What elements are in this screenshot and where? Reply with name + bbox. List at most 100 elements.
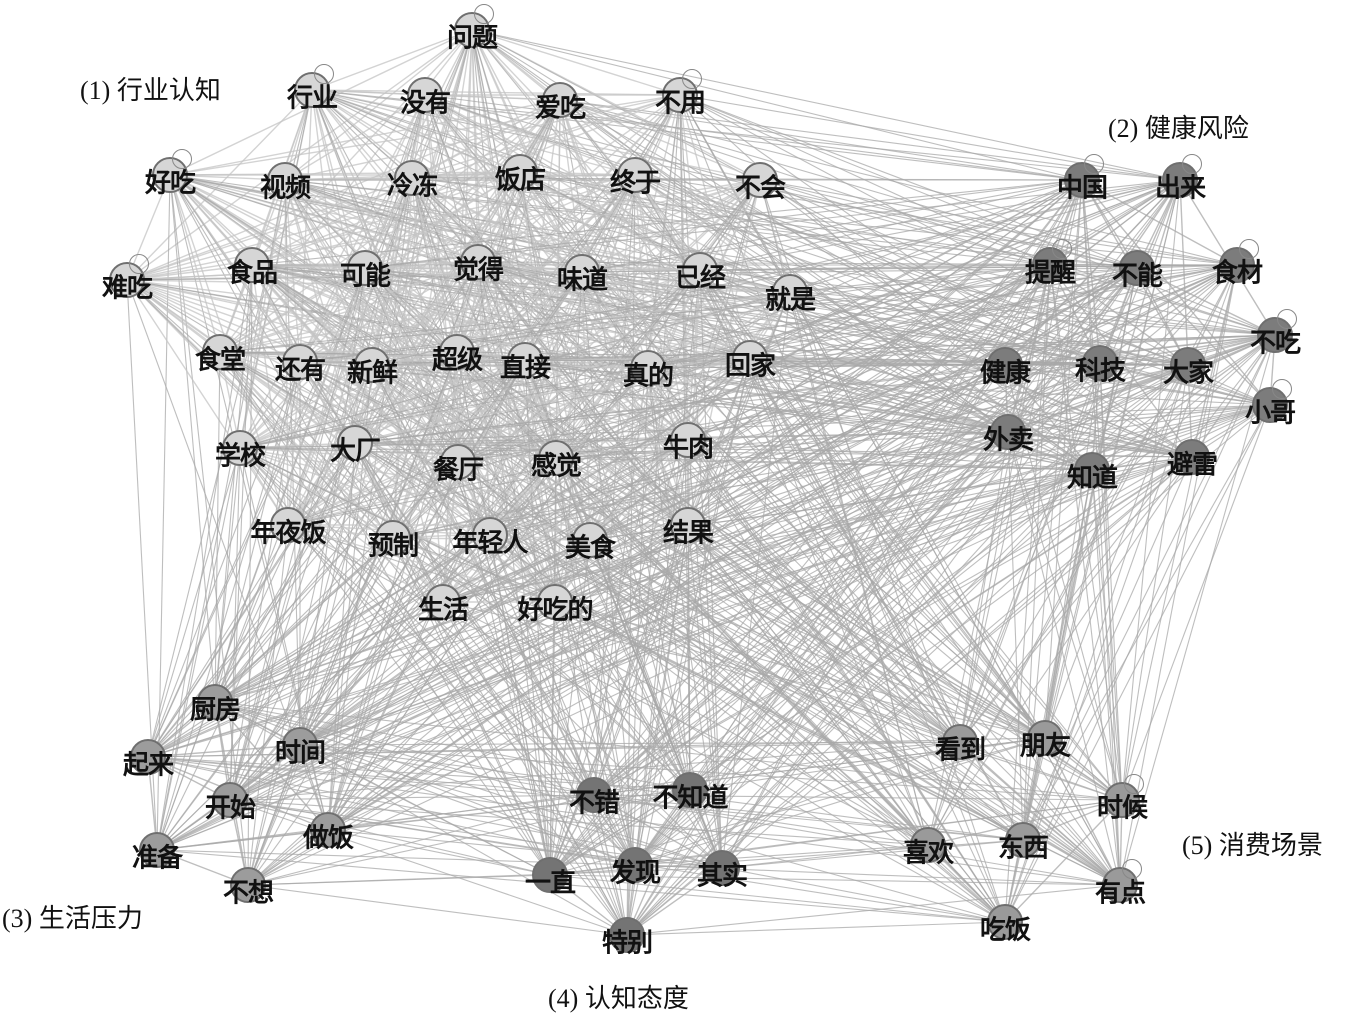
network-edge (519, 171, 689, 526)
network-edge (1004, 334, 1276, 923)
network-edge (442, 334, 1276, 603)
node-label: 新鲜 (346, 358, 398, 389)
self-loop (172, 149, 192, 169)
node-label: 发现 (609, 858, 661, 889)
network-edge (457, 461, 591, 541)
network-edge (214, 267, 1138, 703)
network-edge (392, 537, 556, 603)
network-edge (287, 524, 1123, 801)
network-edge (156, 442, 356, 851)
network-edge (593, 456, 1193, 796)
network-edge (559, 99, 1238, 266)
node-label: 问题 (446, 23, 498, 54)
self-loop (682, 69, 702, 89)
network-node (440, 444, 476, 480)
self-loop (474, 4, 494, 24)
network-node (572, 522, 608, 558)
node-label: 还有 (274, 355, 326, 386)
network-edge (471, 29, 1083, 181)
network-node (576, 777, 612, 813)
network-edge (147, 442, 356, 758)
network-edge (555, 174, 636, 459)
network-edge (147, 756, 1006, 923)
network-edge (229, 799, 551, 876)
network-edge (251, 264, 1101, 364)
network-edge (239, 351, 458, 449)
network-edge (626, 367, 649, 936)
node-label: 可能 (339, 261, 391, 292)
network-edge (147, 744, 301, 758)
network-node (670, 507, 706, 543)
network-edge (284, 179, 479, 263)
network-edge (364, 267, 701, 271)
node-label: 终于 (609, 168, 661, 199)
network-edge (219, 267, 366, 353)
network-edge (219, 174, 636, 353)
node-label: 爱吃 (534, 93, 586, 124)
node-label: 朋友 (1019, 731, 1071, 762)
network-edge (156, 431, 1009, 851)
node-label: 牛肉 (662, 433, 714, 464)
network-edge (1099, 264, 1238, 364)
network-edge (593, 794, 628, 936)
network-edge (287, 361, 301, 526)
network-edge (1004, 404, 1271, 923)
node-label: 预制 (367, 531, 419, 562)
network-edge (147, 756, 636, 866)
self-loop (314, 64, 334, 84)
network-edge (559, 99, 1083, 181)
network-node (1219, 239, 1259, 283)
node-label: 不吃 (1249, 328, 1301, 359)
network-edge (239, 271, 583, 449)
network-edge (299, 271, 583, 363)
network-edge (721, 456, 1193, 869)
network-edge (147, 524, 689, 758)
network-edge (239, 179, 1181, 449)
cluster-label-5: (5) 消费场景 (1182, 831, 1323, 860)
network-edge (634, 456, 1193, 866)
network-edge (299, 267, 366, 746)
network-edge (354, 442, 556, 603)
node-label: 美食 (564, 533, 616, 564)
network-edge (299, 362, 1101, 746)
network-node (294, 64, 334, 108)
self-loop (1239, 239, 1259, 259)
network-edge (251, 171, 521, 266)
network-edge (593, 179, 1181, 796)
network-edge (1081, 179, 1101, 364)
network-edge (229, 741, 961, 801)
network-edge (229, 799, 628, 936)
network-edge (1007, 179, 1083, 433)
network-edge (1022, 334, 1276, 841)
network-edge (626, 867, 723, 936)
network-edge (679, 94, 1189, 366)
network-edge (626, 884, 1121, 936)
network-edge (1049, 264, 1276, 336)
network-edge (392, 439, 689, 539)
node-label: 大家 (1162, 358, 1214, 389)
network-edge (424, 94, 561, 101)
network-edge (169, 174, 216, 703)
network-node (407, 77, 443, 113)
network-edge (126, 174, 636, 281)
network-edge (471, 29, 681, 96)
node-label: 准备 (131, 843, 183, 874)
self-loop (1052, 239, 1072, 259)
node-label: 喜欢 (902, 838, 954, 869)
network-edge (471, 29, 1181, 181)
network-edge (959, 741, 1121, 886)
network-edge (284, 179, 373, 366)
network-edge (126, 179, 761, 281)
network-node (1174, 439, 1210, 475)
network-edge (219, 351, 556, 603)
network-edge (247, 537, 394, 886)
node-label: 觉得 (452, 255, 504, 286)
network-edge (214, 261, 479, 703)
network-edge (299, 744, 723, 869)
network-edge (559, 99, 1123, 801)
network-edge (457, 357, 751, 463)
network-edge (689, 737, 1046, 791)
network-edge (456, 269, 701, 353)
node-label: 学校 (214, 441, 266, 472)
